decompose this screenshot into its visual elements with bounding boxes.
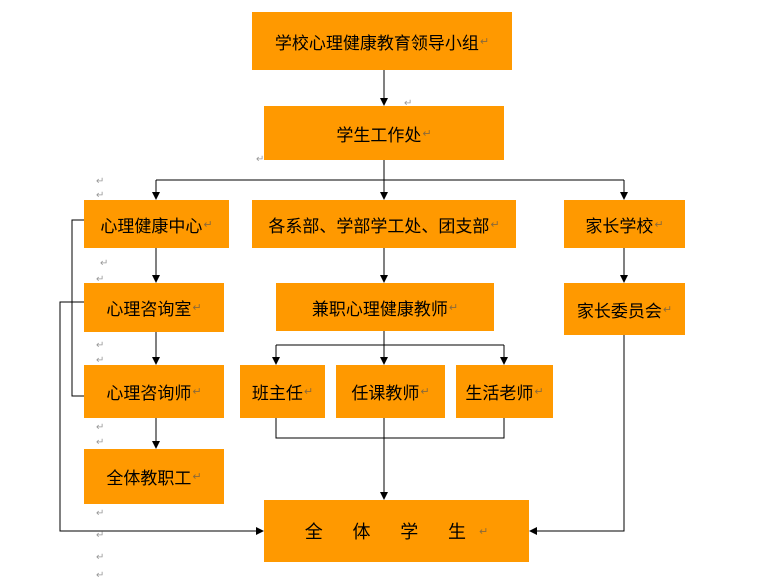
return-mark: ↵ — [448, 300, 459, 314]
return-mark: ↵ — [96, 176, 105, 187]
return-mark: ↵ — [96, 552, 105, 563]
node-parttime-teachers: 兼职心理健康教师↵ — [276, 283, 494, 331]
return-mark: ↵ — [100, 258, 109, 269]
return-mark: ↵ — [96, 437, 105, 448]
return-mark: ↵ — [192, 385, 202, 398]
return-mark: ↵ — [96, 190, 105, 201]
return-mark: ↵ — [422, 126, 432, 140]
return-mark: ↵ — [192, 301, 202, 314]
node-leadership-group: 学校心理健康教育领导小组↵ — [252, 12, 512, 70]
return-mark: ↵ — [654, 217, 664, 231]
arrow-committee-to-students — [529, 335, 625, 535]
node-life-teacher: 生活老师↵ — [456, 365, 553, 418]
return-mark: ↵ — [404, 98, 413, 109]
node-all-staff: 全体教职工↵ — [84, 449, 224, 504]
return-mark: ↵ — [478, 524, 489, 538]
node-label: 学校心理健康教育领导小组 — [274, 33, 479, 54]
node-label: 班主任 — [251, 384, 303, 404]
node-head-teacher: 班主任↵ — [240, 365, 325, 418]
return-mark: ↵ — [662, 302, 673, 316]
return-mark: ↵ — [479, 34, 490, 48]
node-label: 家长委员会 — [576, 301, 662, 322]
return-mark: ↵ — [96, 422, 105, 433]
return-mark: ↵ — [96, 530, 105, 541]
return-mark: ↵ — [256, 154, 265, 165]
node-parent-school: 家长学校↵ — [564, 200, 685, 248]
arrow-room-to-students — [59, 301, 264, 535]
node-label: 任课教师 — [351, 384, 420, 404]
node-student-affairs: 学生工作处↵ — [264, 106, 504, 160]
teacher-merge-line — [275, 418, 505, 439]
node-all-students: 全 体 学 生↵ — [264, 500, 529, 562]
node-counselor: 心理咨询师↵ — [84, 365, 224, 418]
node-counseling-room: 心理咨询室↵ — [84, 283, 224, 332]
node-course-teacher: 任课教师↵ — [336, 365, 445, 418]
node-label: 学生工作处 — [336, 125, 422, 146]
node-mental-health-center: 心理健康中心↵ — [84, 200, 229, 248]
return-mark: ↵ — [96, 570, 105, 581]
return-mark: ↵ — [303, 385, 314, 398]
return-mark: ↵ — [490, 217, 500, 231]
node-label: 全 体 学 生 — [304, 522, 478, 543]
node-label: 生活老师 — [465, 384, 534, 404]
node-label: 各系部、学部学工处、团支部 — [268, 216, 490, 237]
return-mark: ↵ — [96, 355, 105, 366]
return-mark: ↵ — [96, 508, 105, 519]
return-mark: ↵ — [96, 274, 105, 285]
node-departments: 各系部、学部学工处、团支部↵ — [252, 200, 516, 248]
return-mark: ↵ — [192, 470, 202, 483]
node-label: 心理咨询室 — [106, 300, 192, 320]
return-mark: ↵ — [420, 385, 430, 398]
return-mark: ↵ — [96, 340, 105, 351]
node-label: 全体教职工 — [106, 469, 192, 489]
node-label: 心理咨询师 — [106, 384, 192, 404]
node-label: 兼职心理健康教师 — [311, 299, 448, 320]
node-parent-committee: 家长委员会↵ — [564, 283, 685, 335]
bracket-center-counselor — [71, 219, 84, 397]
return-mark: ↵ — [534, 385, 544, 398]
return-mark: ↵ — [203, 217, 213, 231]
node-label: 家长学校 — [585, 216, 654, 237]
node-label: 心理健康中心 — [100, 216, 203, 237]
